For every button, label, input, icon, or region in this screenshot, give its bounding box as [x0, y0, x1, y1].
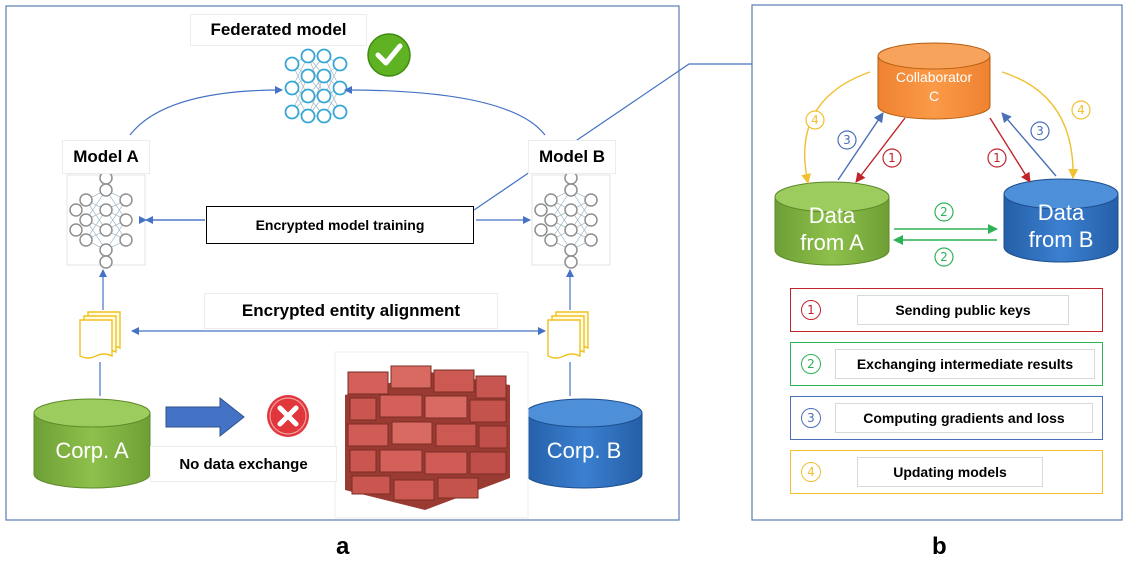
- federated-model-label: Federated model: [190, 14, 367, 46]
- success-check-icon: [367, 33, 411, 77]
- legend-text-1: Sending public keys: [857, 295, 1069, 325]
- step1-marker-right: [987, 148, 1007, 168]
- data-from-a-database: [774, 181, 890, 266]
- panel-b-frame: [751, 4, 1123, 521]
- label-line: Data: [1038, 200, 1085, 225]
- model-a-to-federated-arrow: [129, 86, 283, 136]
- federated-model-network-icon: [284, 48, 348, 124]
- legend-item-4: 4 Updating models: [790, 450, 1103, 494]
- legend-number-1: 1: [801, 300, 821, 320]
- step1-arrow-to-b: [989, 117, 1031, 183]
- step4-number-left: 4: [811, 113, 819, 127]
- corp-a-label: Corp. A: [55, 438, 129, 463]
- legend-text-4: Updating models: [857, 457, 1043, 487]
- encrypted-model-training-box: Encrypted model training: [206, 206, 474, 244]
- step4-marker-right: [1071, 100, 1091, 120]
- firewall-icon: [334, 351, 529, 519]
- step3-arrow-from-b: [1001, 112, 1057, 177]
- encrypted-model-training-label: Encrypted model training: [255, 217, 425, 233]
- label-line: C: [929, 88, 939, 104]
- step3-marker-left: [837, 130, 857, 150]
- legend-item-1: 1 Sending public keys: [790, 288, 1103, 332]
- step4-marker-left: [805, 110, 825, 130]
- step4-number-right: 4: [1077, 103, 1085, 117]
- caption-b: b: [932, 533, 947, 560]
- model-b-to-federated-arrow: [344, 86, 546, 136]
- encrypted-entity-alignment-label: Encrypted entity alignment: [204, 293, 498, 329]
- document-stack-b-icon: [547, 311, 589, 359]
- label-line: from B: [1029, 227, 1094, 252]
- corp-b-label: Corp. B: [547, 438, 622, 463]
- label-line: Collaborator: [896, 69, 973, 85]
- legend-item-3: 3 Computing gradients and loss: [790, 396, 1103, 440]
- label-line: Data: [809, 203, 856, 228]
- block-arrow-icon: [165, 396, 245, 438]
- step1-number-left: 1: [888, 151, 896, 165]
- step1-arrow-to-a: [855, 117, 906, 183]
- panel-a-frame: [5, 5, 680, 521]
- step3-marker-right: [1030, 121, 1050, 141]
- step2-marker-top: [934, 202, 954, 222]
- label-line: from A: [800, 230, 864, 255]
- step2-number-top: 2: [940, 205, 948, 219]
- step4-arrow-to-b: [1001, 71, 1079, 179]
- document-stack-a-icon: [79, 311, 121, 359]
- data-from-b-database: [1003, 178, 1119, 263]
- model-b-label: Model B: [528, 140, 616, 174]
- collaborator-database: [877, 42, 991, 120]
- legend-text-2: Exchanging intermediate results: [835, 349, 1095, 379]
- corp-b-database: [525, 398, 643, 489]
- legend-number-4: 4: [801, 462, 821, 482]
- legend-text-3: Computing gradients and loss: [835, 403, 1093, 433]
- model-a-label: Model A: [62, 140, 150, 174]
- legend-number-2: 2: [801, 354, 821, 374]
- step2-marker-bottom: [934, 247, 954, 267]
- no-data-exchange-label: No data exchange: [150, 446, 337, 482]
- step2-number-bottom: 2: [940, 250, 948, 264]
- step3-arrow-from-a: [837, 112, 884, 181]
- zoom-link-line: [473, 63, 752, 211]
- step3-number-right: 3: [1036, 124, 1044, 138]
- step3-number-left: 3: [843, 133, 851, 147]
- caption-a: a: [336, 533, 350, 560]
- legend-number-3: 3: [801, 408, 821, 428]
- step1-number-right: 1: [993, 151, 1001, 165]
- legend-item-2: 2 Exchanging intermediate results: [790, 342, 1103, 386]
- forbidden-cross-icon: [267, 395, 309, 437]
- corp-a-database: [33, 398, 151, 489]
- step1-marker-left: [882, 148, 902, 168]
